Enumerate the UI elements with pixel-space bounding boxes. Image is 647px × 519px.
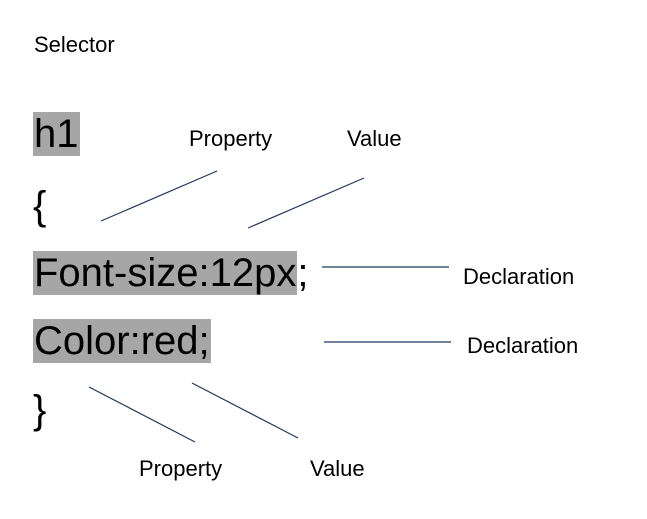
declaration-1-label: Declaration	[463, 264, 575, 289]
code-close-brace: }	[33, 388, 47, 432]
code-declaration-1: Font-size:12px;	[33, 251, 309, 295]
bottom-value-connector	[191, 382, 299, 439]
code-open-brace: {	[33, 184, 47, 228]
selector-label: Selector	[34, 32, 115, 57]
declaration-2-label: Declaration	[467, 333, 579, 358]
top-value-connector	[247, 177, 365, 229]
declaration-2-highlight: Color:red;	[33, 319, 211, 363]
top-value-label: Value	[347, 126, 402, 151]
bottom-property-connector	[88, 386, 196, 443]
code-declaration-2: Color:red;	[33, 319, 211, 363]
bottom-property-label: Property	[139, 456, 223, 481]
declaration-1-highlight: Font-size:12px	[33, 251, 298, 295]
declaration-1-semicolon: ;	[297, 251, 309, 295]
top-property-label: Property	[189, 126, 273, 151]
top-property-connector	[100, 170, 218, 222]
bottom-value-label: Value	[310, 456, 365, 481]
code-selector: h1	[33, 112, 80, 156]
selector-highlight: h1	[33, 112, 80, 156]
